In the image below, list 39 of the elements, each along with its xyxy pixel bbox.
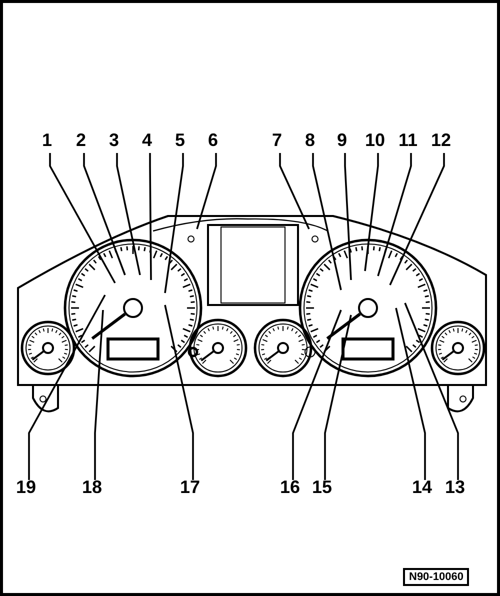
callout-number: 14 bbox=[407, 477, 437, 497]
callout-number: 8 bbox=[295, 130, 325, 150]
callout-number: 5 bbox=[165, 130, 195, 150]
callout-number: 13 bbox=[440, 477, 470, 497]
callout-number: 12 bbox=[426, 130, 456, 150]
leader-line bbox=[395, 308, 426, 480]
leader-line bbox=[164, 304, 194, 480]
callout-number: 1 bbox=[32, 130, 62, 150]
leader-line bbox=[94, 310, 104, 480]
leader-line bbox=[404, 302, 459, 480]
callout-number: 10 bbox=[360, 130, 390, 150]
drawing-number: N90-10060 bbox=[403, 568, 470, 586]
callout-number: 17 bbox=[175, 477, 205, 497]
leader-line bbox=[28, 294, 106, 480]
callout-number: 11 bbox=[393, 130, 423, 150]
leader-line bbox=[377, 153, 412, 276]
leader-line bbox=[116, 153, 141, 276]
callout-number: 2 bbox=[66, 130, 96, 150]
callout-number: 15 bbox=[307, 477, 337, 497]
leader-line bbox=[196, 153, 217, 230]
callout-number: 3 bbox=[99, 130, 129, 150]
leader-line bbox=[389, 153, 445, 286]
leader-line bbox=[364, 153, 379, 272]
callout-number: 19 bbox=[11, 477, 41, 497]
leader-line bbox=[312, 153, 342, 290]
leader-line bbox=[164, 153, 184, 294]
leader-line bbox=[49, 153, 116, 284]
callout-number: 9 bbox=[327, 130, 357, 150]
callout-number: 7 bbox=[262, 130, 292, 150]
leader-line bbox=[279, 153, 310, 230]
leader-line bbox=[344, 153, 352, 280]
leader-line bbox=[324, 314, 352, 480]
callout-number: 4 bbox=[132, 130, 162, 150]
leader-line bbox=[292, 310, 342, 480]
leader-line bbox=[149, 153, 152, 280]
callout-number: 6 bbox=[198, 130, 228, 150]
leader-line bbox=[83, 153, 126, 276]
callout-number: 16 bbox=[275, 477, 305, 497]
callout-number: 18 bbox=[77, 477, 107, 497]
